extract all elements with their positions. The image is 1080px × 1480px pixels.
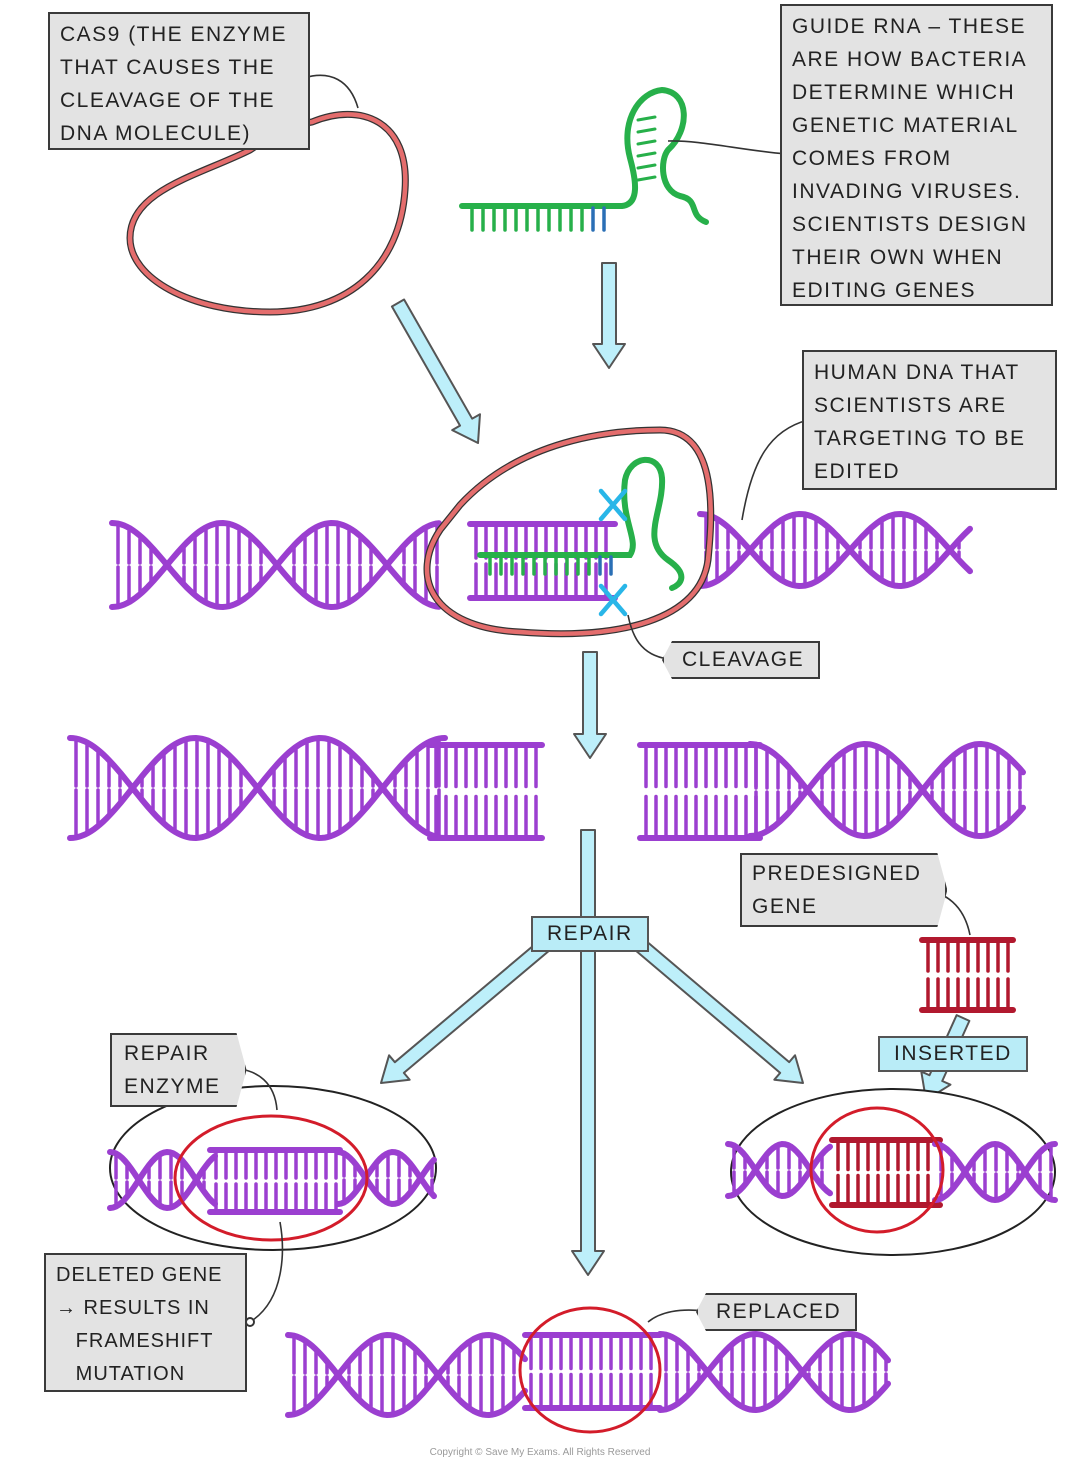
replaced-leader (647, 1306, 709, 1323)
dna-cut-right-end (637, 742, 763, 841)
repair-enzyme-label: REPAIR ENZYME (110, 1033, 247, 1107)
human-dna-leader (741, 415, 813, 521)
guide-rna (459, 87, 709, 591)
cas9-complex-outline (423, 426, 715, 638)
cleavage-leader (627, 614, 673, 664)
dna-target-left (109, 519, 442, 611)
cas9-loop (127, 112, 408, 315)
deleted-gene-leader (245, 1221, 284, 1327)
deleted-gene-label: DELETED GENE → RESULTS IN FRAMESHIFT MUT… (44, 1253, 247, 1392)
replaced-label: REPLACED (696, 1293, 858, 1331)
inserted-highlight-circle (809, 1106, 945, 1234)
guide-rna-leader (667, 140, 791, 159)
replaced-highlight-circle (518, 1306, 662, 1434)
cleavage-cut-mark (598, 488, 628, 522)
predesigned-gene-label: PREDESIGNED GENE (740, 853, 947, 927)
replaced-segment (522, 1332, 663, 1411)
arrow-cas9-to-complex (390, 298, 481, 444)
deleted-left-helix (107, 1148, 218, 1212)
dna-target-right (697, 510, 973, 590)
deleted-open-segment (207, 1147, 343, 1215)
guide-rna-strand (459, 87, 709, 225)
cas9-label: Cas9 (THE ENZYME THAT CAUSES THE CLEAVAG… (48, 12, 310, 150)
inserted-gene-segment (829, 1137, 943, 1208)
cas9-leader (299, 73, 359, 109)
dna-cut-left-helix (67, 734, 448, 842)
replaced-left-helix (285, 1331, 528, 1419)
human-dna-label: HUMAN DNA THAT SCIENTISTS ARE TARGETING … (802, 350, 1057, 490)
arrow-to-inserted (634, 938, 804, 1084)
cas9-complex-loop (424, 427, 713, 636)
cas9-enzyme (126, 110, 715, 638)
cleavage-cut-mark (598, 583, 628, 617)
replaced-right-helix (657, 1330, 891, 1414)
cleavage-label: CLEAVAGE (662, 641, 821, 679)
dna-cut-left-end (427, 742, 545, 841)
arrow-rna-to-complex (592, 262, 626, 369)
deleted-highlight-circle (173, 1114, 369, 1242)
arrow-to-replaced (571, 829, 605, 1276)
deleted-right-helix (335, 1148, 437, 1208)
copyright-text: Copyright © Save My Exams. All Rights Re… (429, 1447, 651, 1458)
repair-label: REPAIR (531, 916, 649, 952)
predesigned-gene-fragment (919, 937, 1016, 1013)
inserted-right-helix (932, 1140, 1058, 1204)
inserted-label: INSERTED (878, 1036, 1028, 1072)
inserted-gene-oval (730, 1088, 1056, 1256)
inserted-left-helix (725, 1140, 833, 1200)
arrow-to-deleted (380, 938, 551, 1084)
dna-cut-right-helix (747, 740, 1026, 840)
dna-strands (67, 510, 1058, 1419)
guide-rna-label: GUIDE RNA – THESE ARE HOW BACTERIA DETER… (780, 4, 1053, 306)
bound-guide-rna (477, 456, 685, 591)
arrow-to-cut-dna (573, 651, 607, 759)
highlight-marks (173, 488, 945, 1434)
